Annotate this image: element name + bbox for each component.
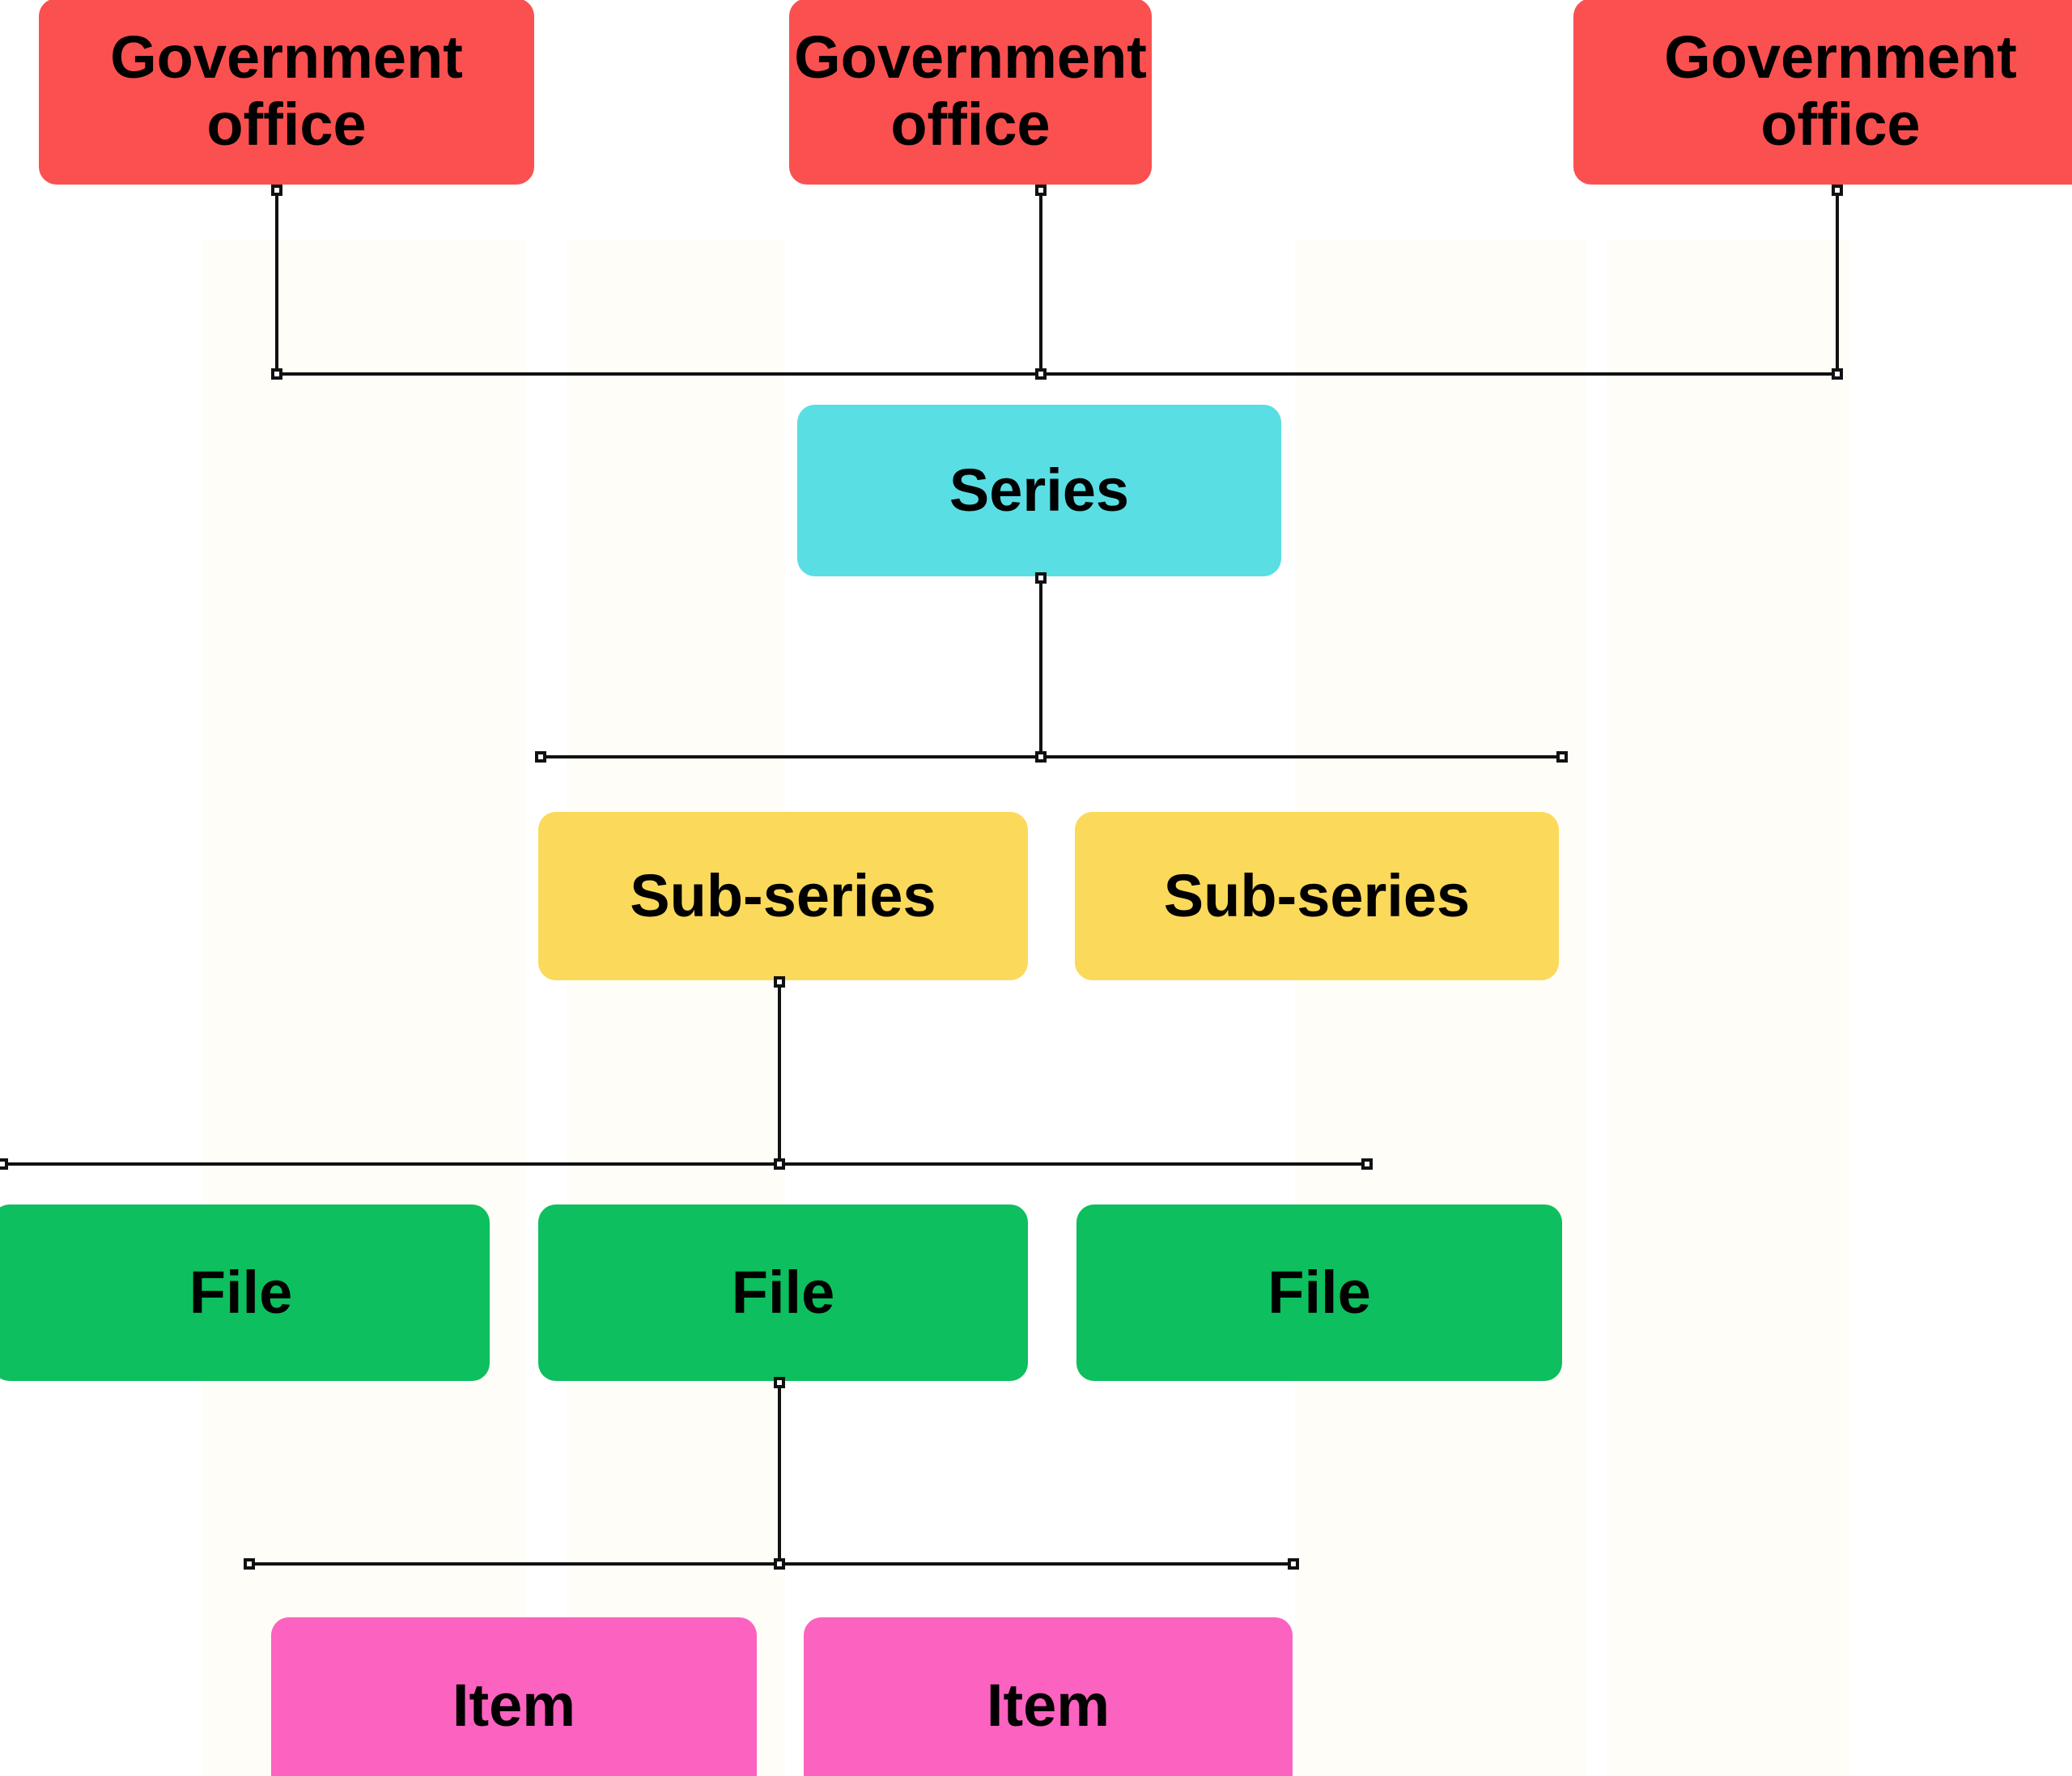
node-file-2[interactable]: File [538,1205,1028,1381]
node-label: File [189,1258,293,1326]
connector-endpoint [244,1558,255,1570]
node-label: File [1267,1258,1371,1326]
node-government-office-3[interactable]: Government office [1573,0,2072,185]
node-label: Sub-series [1163,861,1471,929]
background-tint-band [567,240,785,1776]
node-sub-series-1[interactable]: Sub-series [538,812,1028,980]
node-item-2[interactable]: Item [804,1617,1293,1776]
connector-endpoint [1832,185,1843,196]
connector-endpoint [271,185,282,196]
connector-bar-items [248,1562,1293,1566]
node-label: File [731,1258,835,1326]
connector-endpoint [1361,1158,1373,1170]
connector-endpoint [774,1558,785,1570]
node-label: Item [986,1671,1110,1739]
connector-vertical-series [1039,576,1042,758]
node-government-office-1[interactable]: Government office [39,0,534,185]
connector-endpoint [1288,1558,1299,1570]
connector-endpoint [1035,572,1047,584]
node-label-line2: office [206,91,367,158]
connector-endpoint [1832,368,1843,380]
connector-vertical-gov3 [1836,188,1839,376]
connector-endpoint [535,751,546,763]
connector-endpoint [1035,751,1047,763]
node-item-1[interactable]: Item [271,1617,757,1776]
connector-endpoint [0,1158,8,1170]
connector-endpoint [1556,751,1568,763]
node-label: Item [452,1671,576,1739]
background-tint-band [1607,240,1849,1776]
node-label: Series [949,456,1130,524]
connector-endpoint [271,368,282,380]
connector-endpoint [1035,368,1047,380]
node-file-3[interactable]: File [1076,1205,1562,1381]
node-sub-series-2[interactable]: Sub-series [1075,812,1559,980]
node-label-line1: Government [110,23,463,91]
node-government-office-2[interactable]: Government office [789,0,1152,185]
connector-vertical-sub-series [778,980,781,1164]
connector-endpoint [774,1158,785,1170]
connector-endpoint [774,1377,785,1388]
node-series[interactable]: Series [797,405,1281,576]
connector-vertical-file [778,1381,781,1564]
node-file-1[interactable]: File [0,1205,490,1381]
connector-bar-government-offices [277,372,1839,376]
connector-bar-sub-series [541,755,1562,758]
node-label-line1: Government [1664,23,2017,91]
connector-endpoint [1035,185,1047,196]
connector-endpoint [774,976,785,988]
background-tint-band [202,240,526,1776]
connector-vertical-gov2 [1039,188,1042,376]
node-label-line2: office [1760,91,1921,158]
connector-vertical-gov1 [275,188,278,376]
node-label-line2: office [890,91,1051,158]
node-label: Sub-series [630,861,936,929]
background-tint-band [1295,240,1586,1776]
node-label-line1: Government [794,23,1147,91]
connector-bar-files [0,1162,1368,1166]
